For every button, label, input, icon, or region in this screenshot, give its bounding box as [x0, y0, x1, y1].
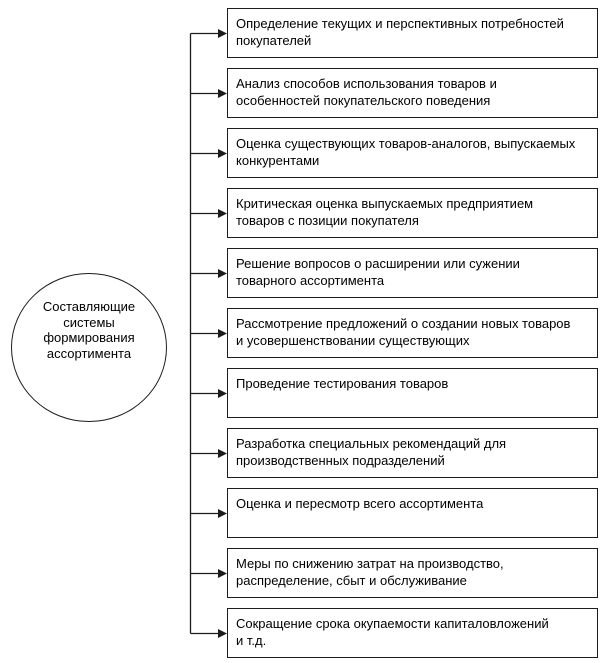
diagram-box-2: Анализ способов использования товаров и … [227, 68, 598, 118]
diagram-box-11: Сокращение срока окупаемости капиталовло… [227, 608, 598, 658]
diagram-box-3: Оценка существующих товаров-аналогов, вы… [227, 128, 598, 178]
center-node-label: Составляющие системы формирования ассорт… [42, 299, 136, 361]
diagram-box-10: Меры по снижению затрат на производство,… [227, 548, 598, 598]
diagram-box-8: Разработка специальных рекомендаций для … [227, 428, 598, 478]
diagram-box-9: Оценка и пересмотр всего ассортимента [227, 488, 598, 538]
diagram-box-5: Решение вопросов о расширении или сужени… [227, 248, 598, 298]
diagram-box-6: Рассмотрение предложений о создании новы… [227, 308, 598, 358]
diagram-box-4: Критическая оценка выпускаемых предприят… [227, 188, 598, 238]
diagram-box-7: Проведение тестирования товаров [227, 368, 598, 418]
center-node-ellipse: Составляющие системы формирования ассорт… [11, 273, 167, 422]
diagram-box-1: Определение текущих и перспективных потр… [227, 8, 598, 58]
